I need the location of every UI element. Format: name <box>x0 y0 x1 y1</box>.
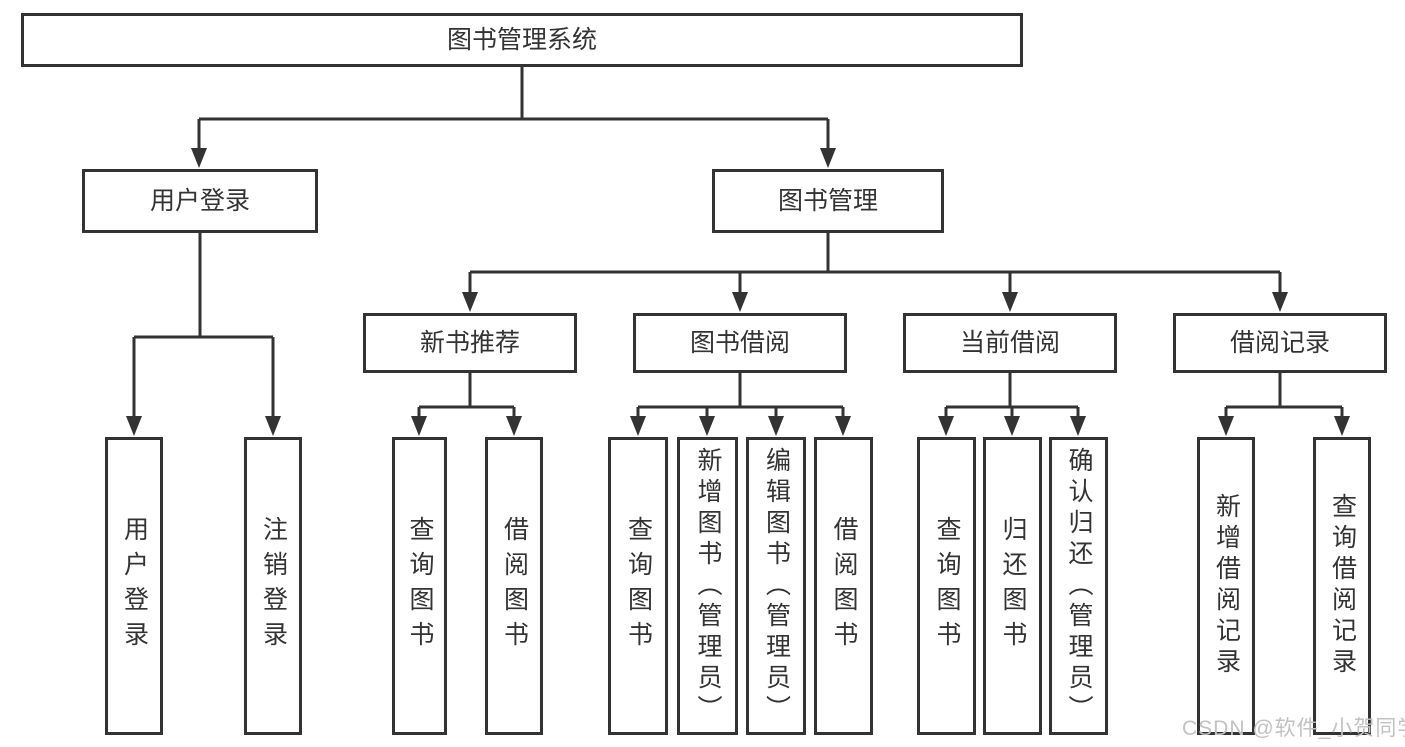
arrowhead-icon <box>1004 416 1020 436</box>
leaf-label: 借阅图书 <box>500 516 529 656</box>
arrowhead-icon <box>1002 292 1018 312</box>
leaf-add-books-admin: 新增图书（管理员） <box>677 437 738 735</box>
leaf-label: 查询借阅记录 <box>1328 493 1357 679</box>
node-current-borrow: 当前借阅 <box>903 313 1117 373</box>
leaf-edit-books-admin: 编辑图书（管理员） <box>746 437 806 735</box>
arrowhead-icon <box>1218 416 1234 436</box>
node-label: 新书推荐 <box>419 328 520 357</box>
leaf-confirm-return-admin: 确认归还（管理员） <box>1049 437 1108 735</box>
leaf-add-borrow-record: 新增借阅记录 <box>1197 437 1255 735</box>
arrowhead-icon <box>835 416 851 436</box>
node-label: 当前借阅 <box>959 328 1060 357</box>
leaf-label: 新增借阅记录 <box>1212 493 1241 679</box>
arrowhead-icon <box>699 416 715 436</box>
arrowhead-icon <box>265 416 281 436</box>
csdn-watermark: CSDN @软件_小贺同学 <box>1182 717 1405 740</box>
arrowhead-icon <box>630 416 646 436</box>
arrowhead-icon <box>820 148 836 168</box>
node-book-management: 图书管理 <box>712 169 944 233</box>
leaf-label: 查询图书 <box>624 516 653 656</box>
leaf-query-borrow-record: 查询借阅记录 <box>1313 437 1371 735</box>
leaf-label: 借阅图书 <box>830 516 858 656</box>
arrowhead-icon <box>1070 416 1086 436</box>
leaf-label: 查询图书 <box>933 516 961 656</box>
node-root: 图书管理系统 <box>21 13 1023 67</box>
leaf-label: 查询图书 <box>406 516 434 656</box>
leaf-query-books-recommend: 查询图书 <box>392 437 447 735</box>
leaf-return-books: 归还图书 <box>983 437 1042 735</box>
leaf-query-books-current: 查询图书 <box>917 437 976 735</box>
arrowhead-icon <box>1334 416 1350 436</box>
arrowhead-icon <box>191 148 207 168</box>
arrowhead-icon <box>1272 292 1288 312</box>
connector-stems <box>132 67 1344 422</box>
arrowhead-icon <box>126 416 142 436</box>
node-borrow-records: 借阅记录 <box>1173 313 1387 373</box>
leaf-query-books-borrow: 查询图书 <box>608 437 668 735</box>
node-label: 图书管理系统 <box>446 25 597 54</box>
leaf-label: 归还图书 <box>999 516 1027 656</box>
arrowhead-icon <box>768 416 784 436</box>
arrowhead-icon <box>732 292 748 312</box>
leaf-label: 确认归还（管理员） <box>1065 446 1093 726</box>
leaf-borrow-books-recommend: 借阅图书 <box>485 437 543 735</box>
arrowhead-icon <box>411 416 427 436</box>
node-label: 借阅记录 <box>1229 328 1330 357</box>
node-label: 图书管理 <box>777 186 878 215</box>
node-user-login: 用户登录 <box>82 169 318 233</box>
arrowhead-icon <box>506 416 522 436</box>
leaf-label: 新增图书（管理员） <box>694 446 722 726</box>
leaf-label: 注销登录 <box>259 516 288 656</box>
leaf-label: 编辑图书（管理员） <box>762 446 791 726</box>
node-label: 用户登录 <box>149 186 250 215</box>
node-book-borrow: 图书借阅 <box>633 313 847 373</box>
leaf-borrow-books: 借阅图书 <box>814 437 873 735</box>
arrowhead-icon <box>462 292 478 312</box>
arrowhead-icon <box>938 416 954 436</box>
node-label: 图书借阅 <box>689 328 790 357</box>
leaf-user-login: 用户登录 <box>105 437 163 735</box>
node-new-book-recommend: 新书推荐 <box>363 313 577 373</box>
leaf-logout: 注销登录 <box>244 437 302 735</box>
leaf-label: 用户登录 <box>120 516 149 656</box>
